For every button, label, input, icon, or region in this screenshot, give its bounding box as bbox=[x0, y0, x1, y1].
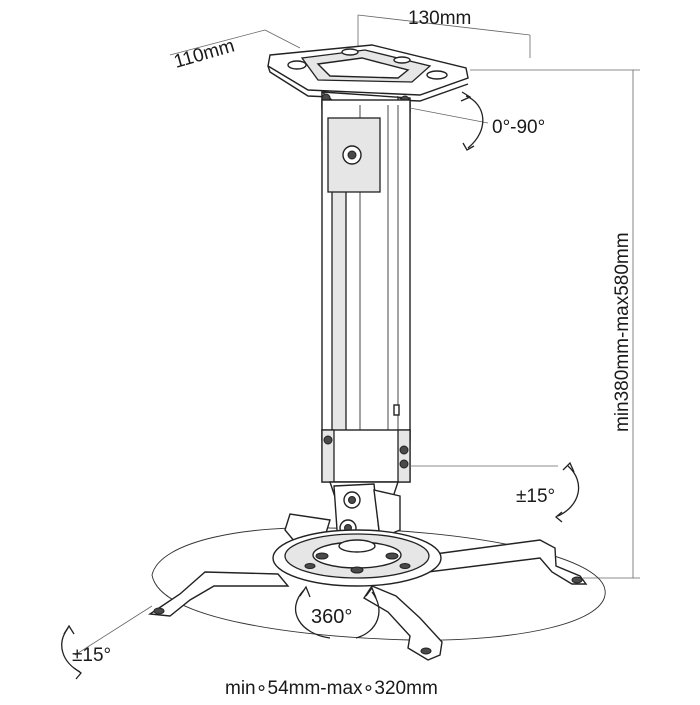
plate-slot-left bbox=[287, 60, 307, 70]
dimension-130mm: 130mm bbox=[357, 8, 531, 58]
base-sweep-ellipse bbox=[151, 527, 606, 641]
arm-front-left bbox=[147, 571, 290, 617]
joint-tilt-label: ±15° bbox=[516, 486, 555, 507]
top-tilt-label: 0°-90° bbox=[492, 117, 545, 138]
bolt-icon bbox=[399, 459, 409, 469]
rotation-label: 360° bbox=[311, 606, 352, 628]
plate-width-label: 130mm bbox=[408, 8, 471, 29]
top-tilt-indicator: 0°-90° bbox=[409, 91, 545, 151]
joint-tilt-indicator: ±15° bbox=[410, 461, 580, 523]
base-tilt-label: ±15° bbox=[72, 645, 111, 666]
ceiling-plate bbox=[267, 44, 469, 102]
projector-plate bbox=[147, 513, 588, 661]
dimension-height: min380mm-max580mm bbox=[470, 69, 640, 579]
plate-depth-label: 110mm bbox=[172, 36, 237, 73]
base-tilt-indicator: ±15° bbox=[61, 605, 153, 680]
height-range-label: min380mm-max580mm bbox=[612, 232, 633, 432]
bolt-icon bbox=[399, 445, 409, 455]
arm-right bbox=[418, 539, 588, 585]
bolt-icon bbox=[323, 435, 333, 445]
plate-slot-right bbox=[426, 70, 448, 80]
height-clamp bbox=[327, 117, 381, 193]
rotation-indicator: 360° bbox=[294, 585, 380, 639]
diameter-range-label: min∘54mm-max∘320mm bbox=[225, 678, 438, 699]
arm-front-right bbox=[363, 585, 443, 661]
